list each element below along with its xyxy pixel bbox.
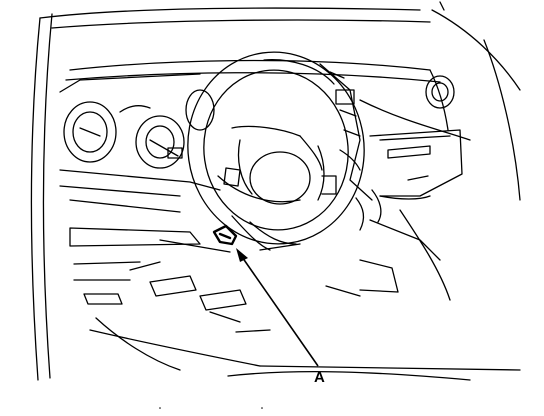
pedal-area: [89, 259, 521, 381]
right-air-vent: [425, 75, 455, 109]
target-switch: [212, 224, 238, 246]
dashboard-top: [59, 59, 471, 141]
steering-column: [231, 215, 301, 251]
left-gauge-cluster: [63, 89, 215, 169]
right-dash-panel: [369, 129, 463, 301]
stray-marks: [159, 407, 263, 409]
steering-wheel: [187, 51, 365, 245]
lower-dashboard: [59, 169, 231, 305]
callout-leader-line: [236, 248, 319, 367]
windshield-frame: [30, 1, 521, 381]
callout-label-a: A: [314, 369, 325, 386]
